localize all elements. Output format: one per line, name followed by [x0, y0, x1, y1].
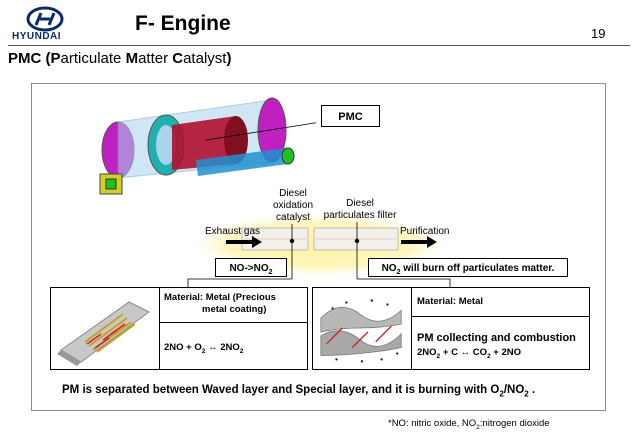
slide-subtitle: PMC (Particulate Matter Catalyst)	[8, 50, 232, 67]
purification-label: Purification	[400, 226, 450, 237]
pmc-cutaway-illustration	[99, 97, 316, 195]
no-reaction-box: NO->NO2	[215, 258, 287, 277]
summary-statement: PM is separated between Waved layer and …	[62, 384, 536, 399]
slide-title: F- Engine	[135, 12, 231, 35]
panel-row-divider	[159, 322, 307, 323]
filter-layer-image	[313, 288, 410, 369]
exhaust-gas-label: Exhaust gas	[205, 226, 261, 237]
panel-divider	[411, 288, 412, 369]
right-material-text: Material: Metal	[417, 296, 483, 307]
content-frame	[31, 83, 606, 411]
header-divider	[8, 45, 630, 46]
footnote: *NO: nitric oxide, NO2:nitrogen dioxide	[388, 418, 550, 431]
pmc-label-box: PMC	[321, 105, 380, 127]
catalyst-substrate-image	[51, 288, 159, 369]
no2-note-box: NO2 will burn off particulates matter.	[368, 258, 568, 277]
oxidation-equation: 2NO + O2 ↔ 2NO2	[164, 342, 244, 355]
panel-divider	[159, 288, 160, 369]
pm-combustion-heading: PM collecting and combustion	[417, 332, 576, 344]
particulate-filter-panel: Material: Metal PM collecting and combus…	[312, 287, 590, 370]
oxidation-catalyst-panel: Material: Metal (Precious metal coating)…	[50, 287, 308, 370]
panel-row-divider	[411, 316, 589, 317]
hyundai-logo-icon	[26, 6, 64, 32]
brand-name: HYUNDAI	[12, 31, 62, 42]
page-number: 19	[591, 26, 606, 41]
combustion-equation: 2NO2 + C ↔ CO2 + 2NO	[417, 347, 522, 360]
left-material-text: Material: Metal (Precious metal coating)	[164, 292, 276, 315]
